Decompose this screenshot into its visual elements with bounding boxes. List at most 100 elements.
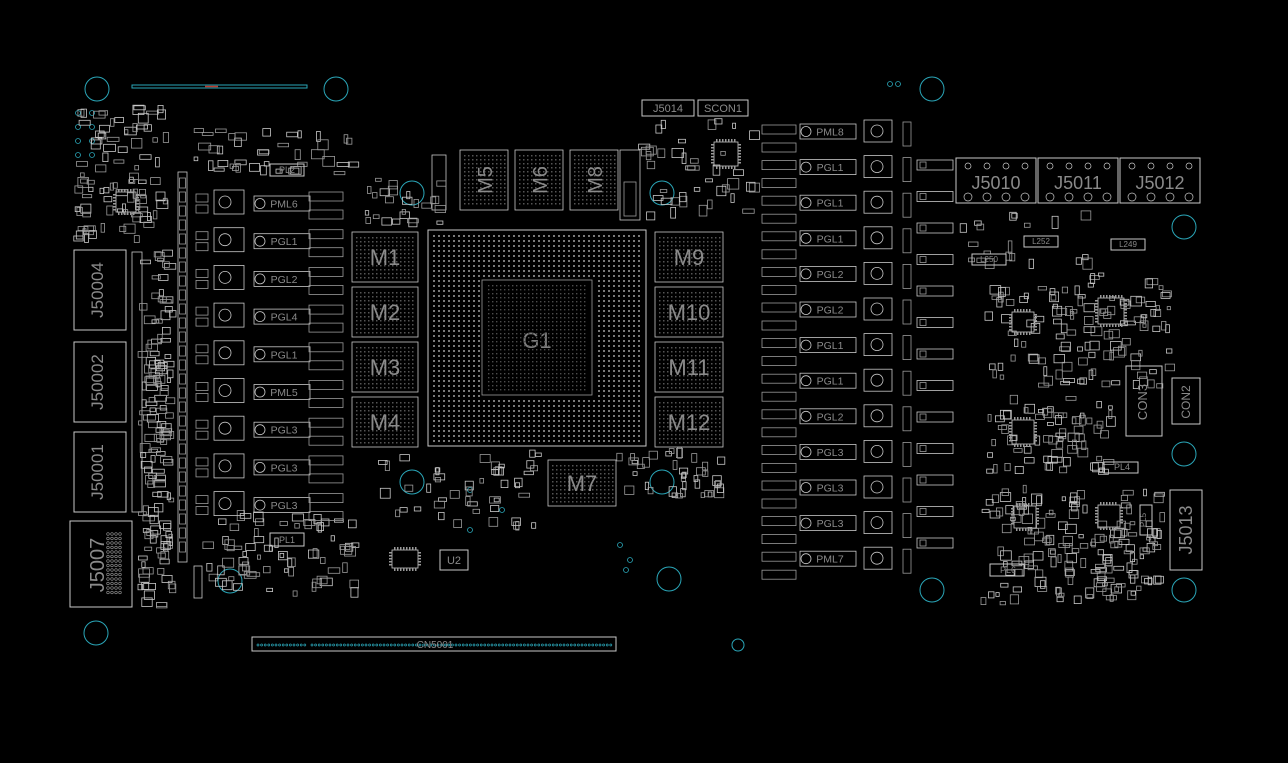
bga-ball — [500, 349, 502, 351]
bga-ball — [573, 405, 575, 407]
memory-ball — [683, 261, 685, 263]
smd-part — [130, 213, 143, 218]
resistor — [179, 443, 186, 455]
memory-ball — [699, 292, 701, 294]
bga-ball — [492, 301, 494, 303]
bga-ball — [583, 410, 585, 412]
smd-part — [1084, 341, 1091, 351]
memory-ball — [711, 355, 713, 357]
bga-ball — [524, 369, 526, 371]
memory-ball — [586, 203, 588, 205]
memory-ball — [392, 351, 394, 353]
bga-ball — [613, 260, 615, 262]
memory-ball — [519, 191, 521, 193]
bga-ball — [504, 329, 506, 331]
smd-part — [1139, 554, 1144, 560]
bga-ball — [584, 381, 586, 383]
memory-ball — [588, 469, 590, 471]
memory-ball — [384, 273, 386, 275]
bga-ball — [536, 329, 538, 331]
bga-ball — [473, 405, 475, 407]
smd-part — [646, 160, 656, 170]
bga-ball — [500, 321, 502, 323]
bga-ball — [473, 245, 475, 247]
ic-pin — [409, 547, 411, 550]
memory-ball — [380, 241, 382, 243]
memory-ball — [484, 187, 486, 189]
bga-ball — [638, 415, 640, 417]
bga-ball — [453, 320, 455, 322]
bga-ball — [623, 315, 625, 317]
memory-ball — [519, 179, 521, 181]
bga-ball — [543, 265, 545, 267]
memory-ball — [671, 253, 673, 255]
memory-ball — [380, 324, 382, 326]
memory-ball — [715, 261, 717, 263]
memory-ball — [356, 257, 358, 259]
bga-ball — [603, 330, 605, 332]
bga-ball — [548, 333, 550, 335]
memory-ball — [699, 304, 701, 306]
bga-ball — [608, 345, 610, 347]
bga-ball — [633, 435, 635, 437]
memory-ball — [404, 410, 406, 412]
memory-ball — [580, 465, 582, 467]
smd-part — [976, 223, 985, 231]
memory-ball — [364, 363, 366, 365]
smd-part — [1046, 534, 1055, 546]
smd-part — [153, 251, 162, 258]
bga-ball — [578, 410, 580, 412]
bga-ball — [638, 405, 640, 407]
memory-ball — [408, 312, 410, 314]
memory-ball — [671, 434, 673, 436]
bga-ball — [608, 440, 610, 442]
bga-ball — [524, 321, 526, 323]
bga-ball — [488, 260, 490, 262]
smd-part — [465, 496, 471, 506]
memory-ball — [699, 347, 701, 349]
bga-ball — [613, 300, 615, 302]
smd-part — [616, 452, 623, 462]
memory-ball — [679, 265, 681, 267]
bga-ball — [588, 250, 590, 252]
memory-ball — [412, 371, 414, 373]
bga-ball — [503, 245, 505, 247]
bga-ball — [524, 349, 526, 351]
memory-ball — [590, 159, 592, 161]
memory-ball — [715, 312, 717, 314]
memory-ball — [496, 155, 498, 157]
memory-ball — [535, 179, 537, 181]
bga-ball — [568, 289, 570, 291]
small-components — [73, 104, 1194, 609]
bga-ball — [572, 317, 574, 319]
memory-ball — [659, 245, 661, 247]
bga-ball — [488, 410, 490, 412]
bga-ball — [458, 315, 460, 317]
memory-ball — [380, 265, 382, 267]
bga-ball — [463, 245, 465, 247]
bga-ball — [578, 250, 580, 252]
bga-ball — [548, 235, 550, 237]
bga-ball — [478, 375, 480, 377]
smd-part — [436, 220, 444, 225]
bga-ball — [536, 361, 538, 363]
bga-ball — [548, 321, 550, 323]
bga-ball — [483, 255, 485, 257]
bga-ball — [438, 300, 440, 302]
smd-part — [1102, 588, 1113, 596]
memory-ball — [492, 191, 494, 193]
bga-ball — [463, 320, 465, 322]
memory-ball — [364, 359, 366, 361]
bga-ball — [558, 425, 560, 427]
memory-ball — [574, 199, 576, 201]
memory-ball — [364, 241, 366, 243]
bga-ball — [520, 381, 522, 383]
memory-ball — [675, 237, 677, 239]
memory-ball — [699, 375, 701, 377]
smd-part — [1009, 253, 1016, 262]
bga-ball — [496, 377, 498, 379]
smd-part — [1043, 408, 1053, 419]
bga-ball — [598, 400, 600, 402]
bga-ball — [528, 265, 530, 267]
memory-ball — [396, 316, 398, 318]
